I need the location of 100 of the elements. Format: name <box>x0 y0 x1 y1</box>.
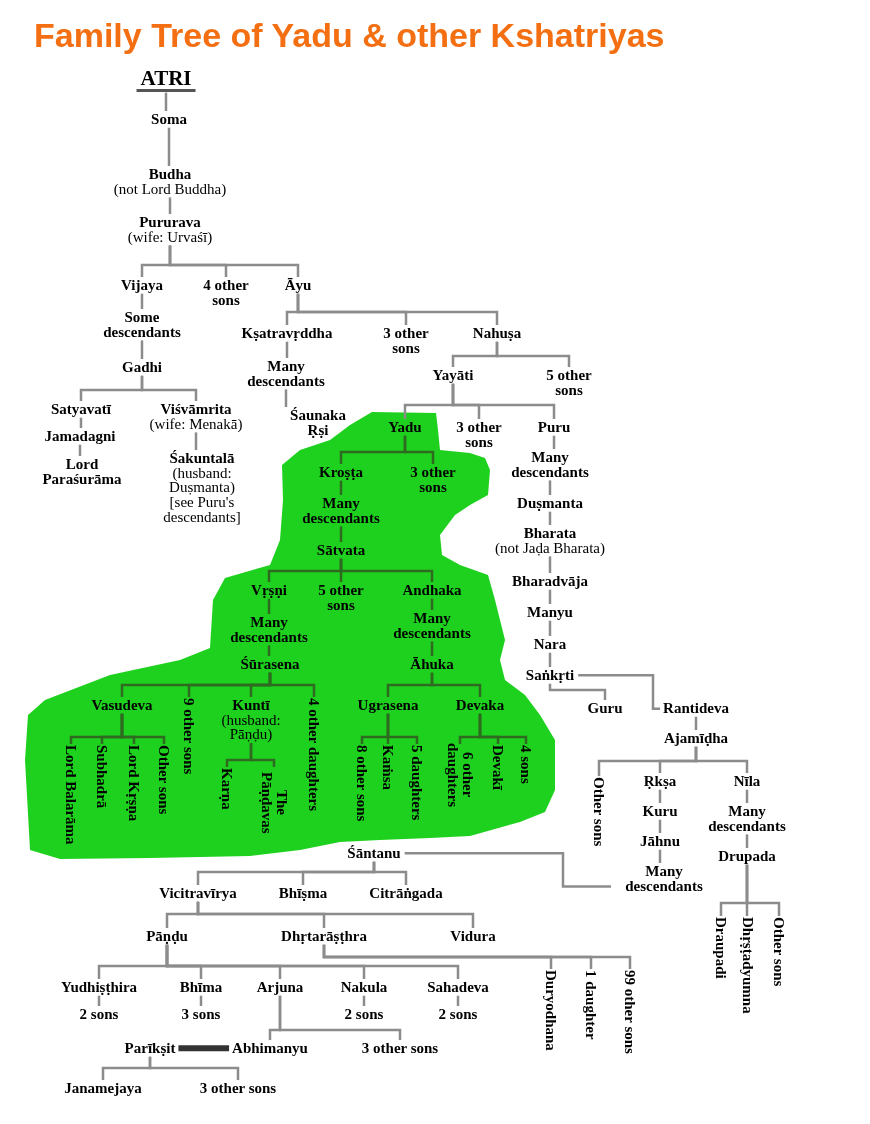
family-line <box>403 435 435 464</box>
person-name: Jāhnu <box>640 834 680 849</box>
family-line <box>78 444 82 456</box>
family-line <box>745 789 749 803</box>
family-line <box>658 849 662 863</box>
family-line <box>578 674 661 710</box>
person-name: Other sons <box>771 917 787 987</box>
person-name: 4 other daughters <box>306 698 322 812</box>
person-name: 2 sons <box>79 1007 119 1022</box>
person-name: Yudhiṣṭhira <box>60 980 138 995</box>
family-line <box>552 435 556 449</box>
family-line <box>548 652 552 667</box>
family-line <box>120 713 166 744</box>
person-name: Nakula <box>340 980 388 995</box>
note-text: (wife: Urvaśī) <box>127 229 213 245</box>
person-name: 3 other sons <box>409 465 457 495</box>
person-name: 9 other sons <box>181 698 197 775</box>
family-line <box>548 589 552 604</box>
family-line <box>495 341 571 367</box>
person-name: Many descendants <box>624 864 704 894</box>
person-name: Jamadagni <box>44 429 116 444</box>
person-name: ATRI <box>140 68 192 89</box>
person-name: 3 other sons <box>455 420 503 450</box>
note-text: [see Puru's descendants] <box>162 495 242 525</box>
person-name: Kuru <box>642 804 678 819</box>
person-name: Śaunaka Ṛṣi <box>289 408 347 438</box>
person-name: 4 other sons <box>202 278 250 308</box>
person-name: Lord Balarāma <box>63 745 79 845</box>
note-text: (husband: Pāṇḍu) <box>220 712 282 743</box>
family-line <box>456 995 460 1006</box>
person-name: Bhīṣma <box>278 886 328 901</box>
person-name: 5 other sons <box>317 583 365 613</box>
person-name: Arjuna <box>256 980 304 995</box>
family-line <box>478 713 528 744</box>
family-line <box>339 558 434 582</box>
person-name: Gadhi <box>122 360 162 375</box>
family-line <box>386 713 419 744</box>
family-line <box>194 432 198 450</box>
family-line <box>694 746 749 773</box>
note-text: (husband: Duṣmanta) <box>168 465 236 496</box>
family-line <box>97 995 101 1006</box>
family-line <box>196 901 475 928</box>
person-name: Vicitravīrya <box>159 886 237 901</box>
family-line <box>296 293 499 325</box>
title: Family Tree of Yadu & other Kshatriyas <box>34 15 665 56</box>
person-name: Guru <box>587 701 623 716</box>
person-name: Devaka <box>455 698 505 713</box>
person-name: Yayāti <box>432 368 474 383</box>
family-line <box>140 340 144 359</box>
person-name: Bharata <box>523 526 577 541</box>
person-name: Other sons <box>591 777 607 847</box>
person-name: Karṇa <box>219 768 235 810</box>
family-line <box>430 672 482 697</box>
family-line <box>178 1045 230 1052</box>
person-name: 5 daughters <box>409 745 425 821</box>
person-name: 2 sons <box>438 1007 478 1022</box>
note-text: (not Lord Buddha) <box>113 181 227 197</box>
person-name: Viśvāmrita <box>160 402 232 417</box>
person-name: Some descendants <box>102 310 182 340</box>
family-line <box>168 245 300 277</box>
person-name: Duryodhana <box>543 970 559 1051</box>
person-name: Citrāṅgada <box>369 886 443 901</box>
family-line <box>284 389 288 407</box>
person-name: Kṣatravṛddha <box>241 326 333 341</box>
person-name: Abhimanyu <box>232 1041 308 1056</box>
family-line <box>165 944 460 979</box>
family-line <box>79 417 83 428</box>
person-name: Other sons <box>156 745 172 815</box>
person-name: Satyavatī <box>51 402 111 417</box>
person-name: Lord Kṛṣṇa <box>126 745 142 822</box>
person-name: Vasudeva <box>91 698 153 713</box>
family-line <box>548 683 607 700</box>
family-line <box>140 293 144 309</box>
person-name: Nīla <box>733 774 761 789</box>
family-line <box>372 861 408 885</box>
family-line <box>548 620 552 636</box>
person-name: 1 daughter <box>583 970 599 1040</box>
person-name: Pāṇḍu <box>146 929 188 944</box>
person-name: 4 sons <box>518 745 534 784</box>
person-name: Vṛṣṇi <box>251 583 287 598</box>
person-name: Śakuntalā <box>169 451 235 466</box>
family-line <box>694 716 698 730</box>
family-line <box>167 127 171 166</box>
person-name: Bharadvāja <box>512 574 588 589</box>
family-line <box>164 92 168 111</box>
family-line <box>404 852 611 888</box>
person-name: The Pāṇḍavas <box>259 771 289 836</box>
family-line <box>148 1056 240 1080</box>
person-name: Many descendants <box>229 615 309 645</box>
person-name: 2 sons <box>344 1007 384 1022</box>
person-name: Āhuka <box>410 657 454 672</box>
person-name: Many descendants <box>510 450 590 480</box>
family-line <box>548 480 552 495</box>
family-line <box>249 743 276 767</box>
person-name: Many descendants <box>301 496 381 526</box>
family-line <box>658 789 662 803</box>
person-name: Dhṛṣṭadyumna <box>740 917 756 1014</box>
family-line <box>268 672 316 697</box>
family-line <box>285 341 289 358</box>
family-line <box>140 375 198 401</box>
